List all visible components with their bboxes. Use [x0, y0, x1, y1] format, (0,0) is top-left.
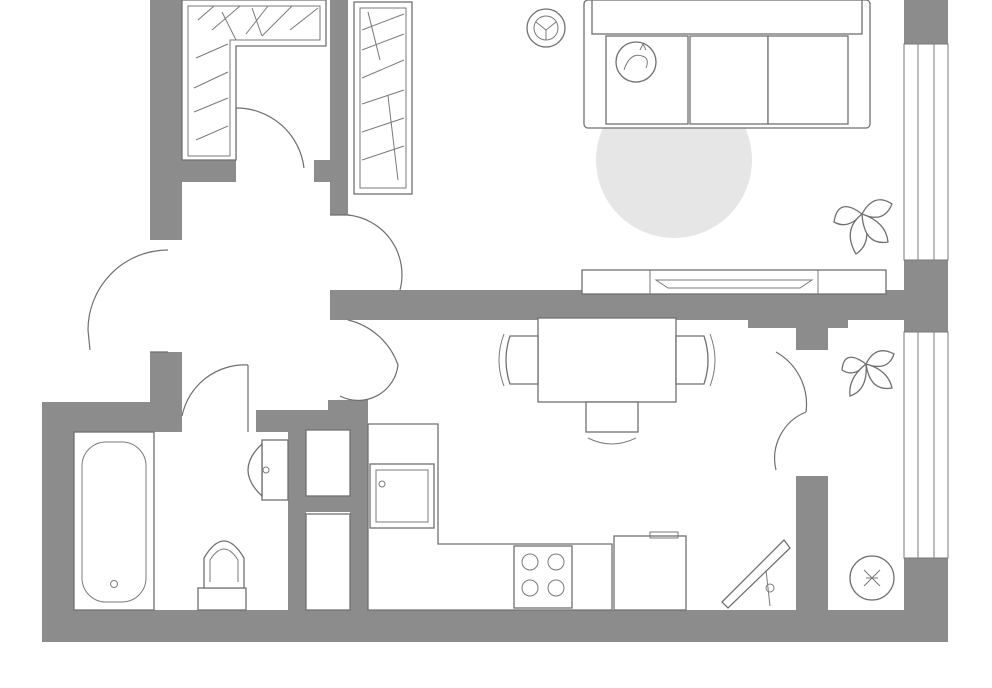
window-right-lower — [903, 331, 949, 559]
wall-shaft-right — [350, 400, 368, 642]
toilet-icon — [197, 540, 247, 611]
wall-wardrobe-left — [150, 0, 182, 240]
wall-shaft-post — [328, 400, 368, 414]
bathtub-icon — [73, 431, 155, 611]
wall-wardrobe-ledge — [182, 160, 236, 182]
wall-bath-left — [42, 402, 74, 642]
wardrobe-left — [181, 0, 327, 161]
wardrobe-right — [353, 1, 413, 195]
sink-icon — [247, 439, 289, 501]
plant-icon — [841, 350, 895, 397]
floor-lamp-icon — [526, 8, 566, 48]
wall-right-top — [904, 0, 948, 44]
sofa-icon — [583, 0, 871, 129]
kitchen-sink-icon — [369, 463, 435, 529]
wall-partition-stub — [796, 320, 828, 350]
wall-shaft-outer — [256, 410, 366, 432]
plant-icon — [833, 199, 893, 255]
ironing-board-icon — [721, 539, 791, 609]
shaft-upper — [305, 429, 351, 497]
walls — [42, 0, 948, 642]
tv-stand — [581, 269, 887, 295]
window-right-upper — [903, 43, 949, 261]
cat-icon — [615, 41, 657, 83]
shaft-lower — [305, 513, 351, 611]
chair-icon — [498, 333, 716, 445]
dining-table-icon — [537, 317, 677, 403]
stove-icon — [513, 545, 573, 609]
doors — [87, 107, 808, 471]
wall-wardrobe-right — [330, 0, 348, 215]
wall-shaft-left — [288, 410, 306, 642]
wall-bath-stub — [150, 352, 182, 412]
refrigerator — [613, 531, 687, 611]
wall-shaft-mid — [288, 496, 366, 512]
wall-wardrobe-notch — [314, 160, 334, 182]
wall-kitchen-right — [796, 476, 828, 642]
washing-machine-icon — [849, 555, 895, 601]
